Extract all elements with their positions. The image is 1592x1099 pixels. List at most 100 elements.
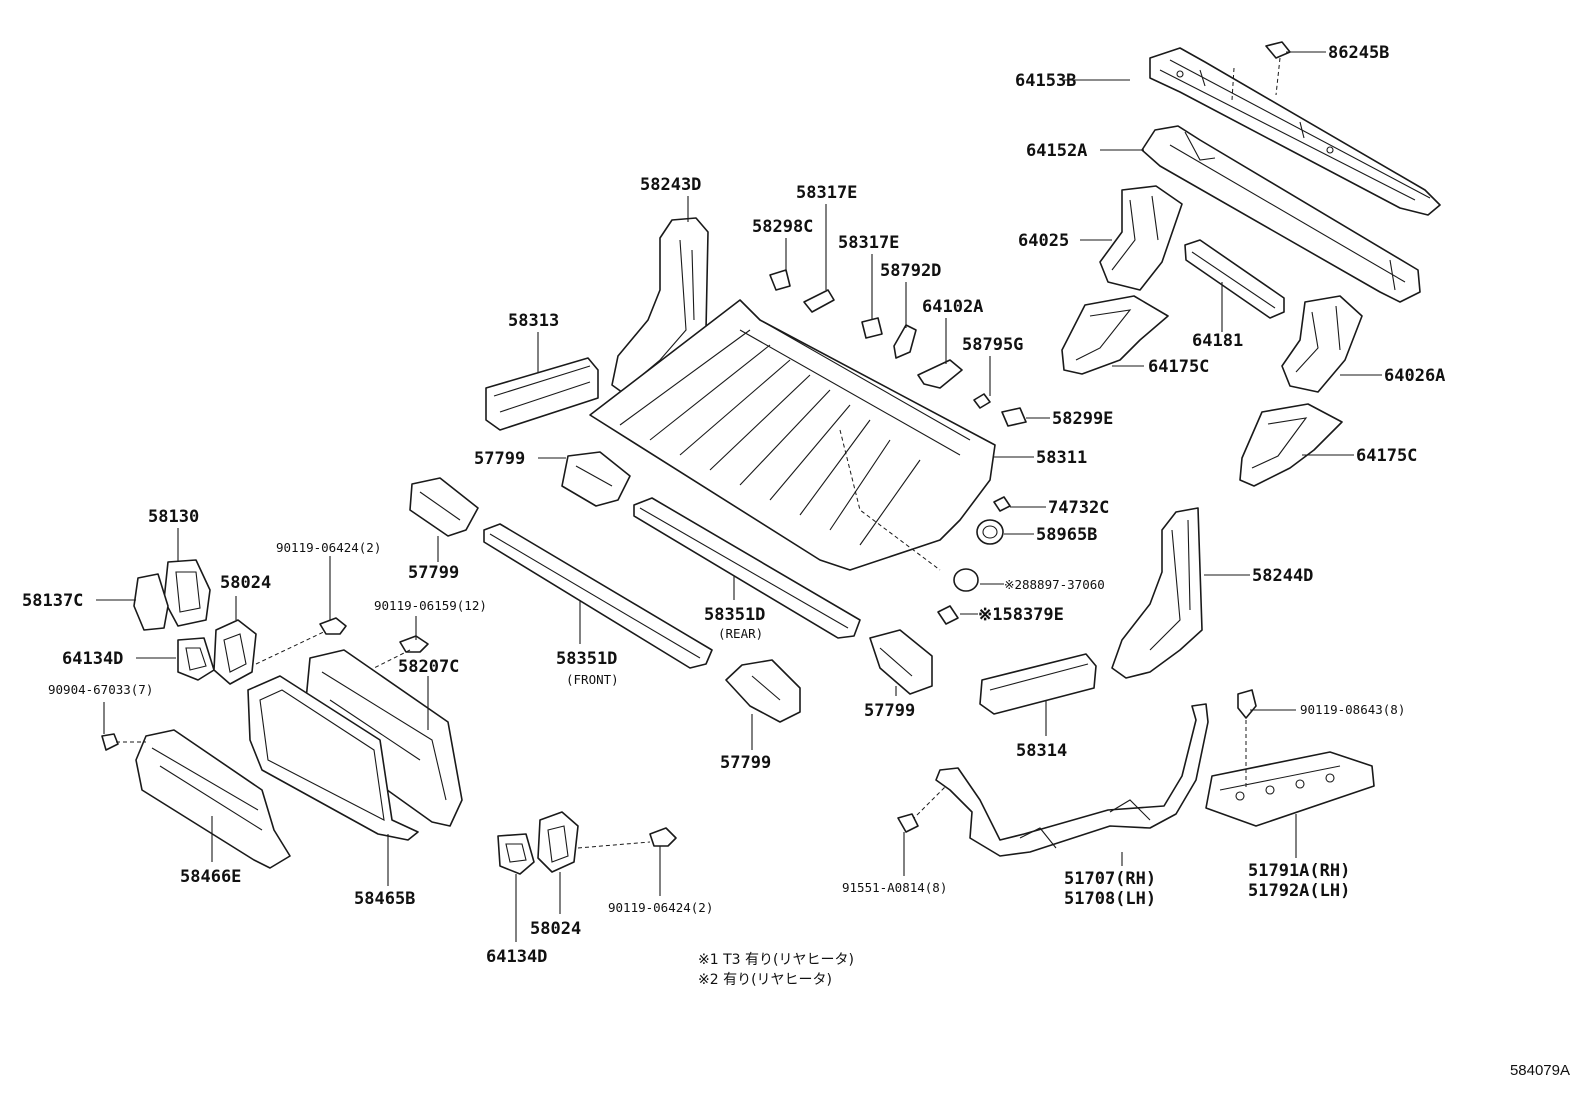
label-90119-08643: 90119-08643(8) xyxy=(1300,702,1405,717)
label-64175C-upper: 64175C xyxy=(1148,357,1209,377)
leader-lines xyxy=(96,51,1382,942)
part-57799-c xyxy=(725,659,801,723)
part-88897 xyxy=(953,568,979,592)
part-clip-90904 xyxy=(101,733,119,751)
label-58792D: 58792D xyxy=(880,261,941,281)
label-64175C-lower: 64175C xyxy=(1356,446,1417,466)
label-58024-a: 58024 xyxy=(220,573,271,593)
footnotes: ※1 T3 有り(リヤヒータ) ※2 有り(リヤヒータ) xyxy=(698,950,854,990)
part-64181 xyxy=(1184,239,1285,319)
label-90119-06424-a: 90119-06424(2) xyxy=(276,540,381,555)
label-58130: 58130 xyxy=(148,507,199,527)
label-58311: 58311 xyxy=(1036,448,1087,468)
part-64026A xyxy=(1281,295,1363,393)
part-58299E xyxy=(1001,407,1027,427)
part-58466E xyxy=(135,729,291,869)
part-bolt-90119-06424-b xyxy=(649,827,677,847)
label-58351D-rear: 58351D xyxy=(704,605,765,625)
footnote-2: ※2 有り(リヤヒータ) xyxy=(698,972,833,988)
label-64153B: 64153B xyxy=(1015,71,1076,91)
label-58965B: 58965B xyxy=(1036,525,1097,545)
label-64102A: 64102A xyxy=(922,297,983,317)
part-labels: 86245B 64153B 64152A 64025 64181 64175C … xyxy=(22,43,1445,967)
label-58313: 58313 xyxy=(508,311,559,331)
part-58317E-b xyxy=(861,317,883,339)
part-64025 xyxy=(1099,185,1183,291)
label-64025: 64025 xyxy=(1018,231,1069,251)
part-58137C xyxy=(133,573,169,631)
part-64153B xyxy=(1149,47,1441,216)
label-58466E: 58466E xyxy=(180,867,241,887)
part-64134D-b xyxy=(497,833,535,875)
label-57799-c: 57799 xyxy=(720,753,771,773)
part-58244D xyxy=(1111,507,1203,679)
part-51707 xyxy=(935,703,1209,857)
part-57799-d xyxy=(869,629,933,695)
part-74732C xyxy=(993,496,1011,512)
part-58317E-a xyxy=(803,289,835,313)
label-57799-a: 57799 xyxy=(474,449,525,469)
part-58379E xyxy=(937,605,959,625)
part-58351D-rear xyxy=(633,497,861,639)
label-58795G: 58795G xyxy=(962,335,1023,355)
label-58379E: ※158379E xyxy=(978,605,1064,625)
part-64134D-a xyxy=(177,637,215,681)
label-57799-d: 57799 xyxy=(864,701,915,721)
part-58298C xyxy=(769,269,791,291)
label-57799-b: 57799 xyxy=(408,563,459,583)
part-64175C-upper xyxy=(1061,295,1169,375)
label-58351D-rear-sub: (REAR) xyxy=(718,626,763,641)
label-58298C: 58298C xyxy=(752,217,813,237)
label-86245B: 86245B xyxy=(1328,43,1389,63)
part-64102A xyxy=(917,359,963,389)
part-51791A xyxy=(1205,751,1375,827)
label-58244D: 58244D xyxy=(1252,566,1313,586)
diagram-reference-code: 584079A xyxy=(1509,1062,1570,1079)
part-58351D-front xyxy=(483,523,713,669)
label-64152A: 64152A xyxy=(1026,141,1087,161)
label-58299E: 58299E xyxy=(1052,409,1113,429)
label-58024-b: 58024 xyxy=(530,919,581,939)
part-58024-b xyxy=(537,811,579,873)
label-64134D-a: 64134D xyxy=(62,649,123,669)
part-bolt-90119-06159 xyxy=(399,635,429,653)
label-58317E-b: 58317E xyxy=(838,233,899,253)
label-90904-67033: 90904-67033(7) xyxy=(48,682,153,697)
label-51707: 51707(RH) xyxy=(1064,869,1156,889)
part-58965B xyxy=(976,519,1004,545)
part-57799-a xyxy=(561,451,631,507)
label-58207C: 58207C xyxy=(398,657,459,677)
part-58311 xyxy=(589,299,996,571)
label-58351D-front: 58351D xyxy=(556,649,617,669)
label-90119-06159: 90119-06159(12) xyxy=(374,598,487,613)
label-58314: 58314 xyxy=(1016,741,1067,761)
part-bolt-90119-06424-a xyxy=(319,617,347,635)
part-58313 xyxy=(485,357,599,431)
label-64134D-b: 64134D xyxy=(486,947,547,967)
label-64026A: 64026A xyxy=(1384,366,1445,386)
label-74732C: 74732C xyxy=(1048,498,1109,518)
label-58137C: 58137C xyxy=(22,591,83,611)
label-58317E-a: 58317E xyxy=(796,183,857,203)
part-58130 xyxy=(163,559,211,627)
label-51791A: 51791A(RH) xyxy=(1248,861,1350,881)
label-64181: 64181 xyxy=(1192,331,1243,351)
label-91551-A0814: 91551-A0814(8) xyxy=(842,880,947,895)
part-64152A xyxy=(1141,125,1421,303)
footnote-1: ※1 T3 有り(リヤヒータ) xyxy=(698,952,854,968)
label-51708: 51708(LH) xyxy=(1064,889,1156,909)
part-bolt-91551 xyxy=(897,813,919,833)
part-58024-a xyxy=(213,619,257,685)
part-58795G xyxy=(973,393,991,409)
part-58314 xyxy=(979,653,1097,715)
label-58243D: 58243D xyxy=(640,175,701,195)
part-57799-b xyxy=(409,477,479,537)
part-bolt-90119-08643 xyxy=(1237,689,1257,719)
label-58465B: 58465B xyxy=(354,889,415,909)
part-58465B xyxy=(247,675,419,841)
label-51792A: 51792A(LH) xyxy=(1248,881,1350,901)
part-58792D xyxy=(893,324,917,359)
label-88897-37060: ※288897-37060 xyxy=(1004,577,1105,592)
label-58351D-front-sub: (FRONT) xyxy=(566,672,619,687)
